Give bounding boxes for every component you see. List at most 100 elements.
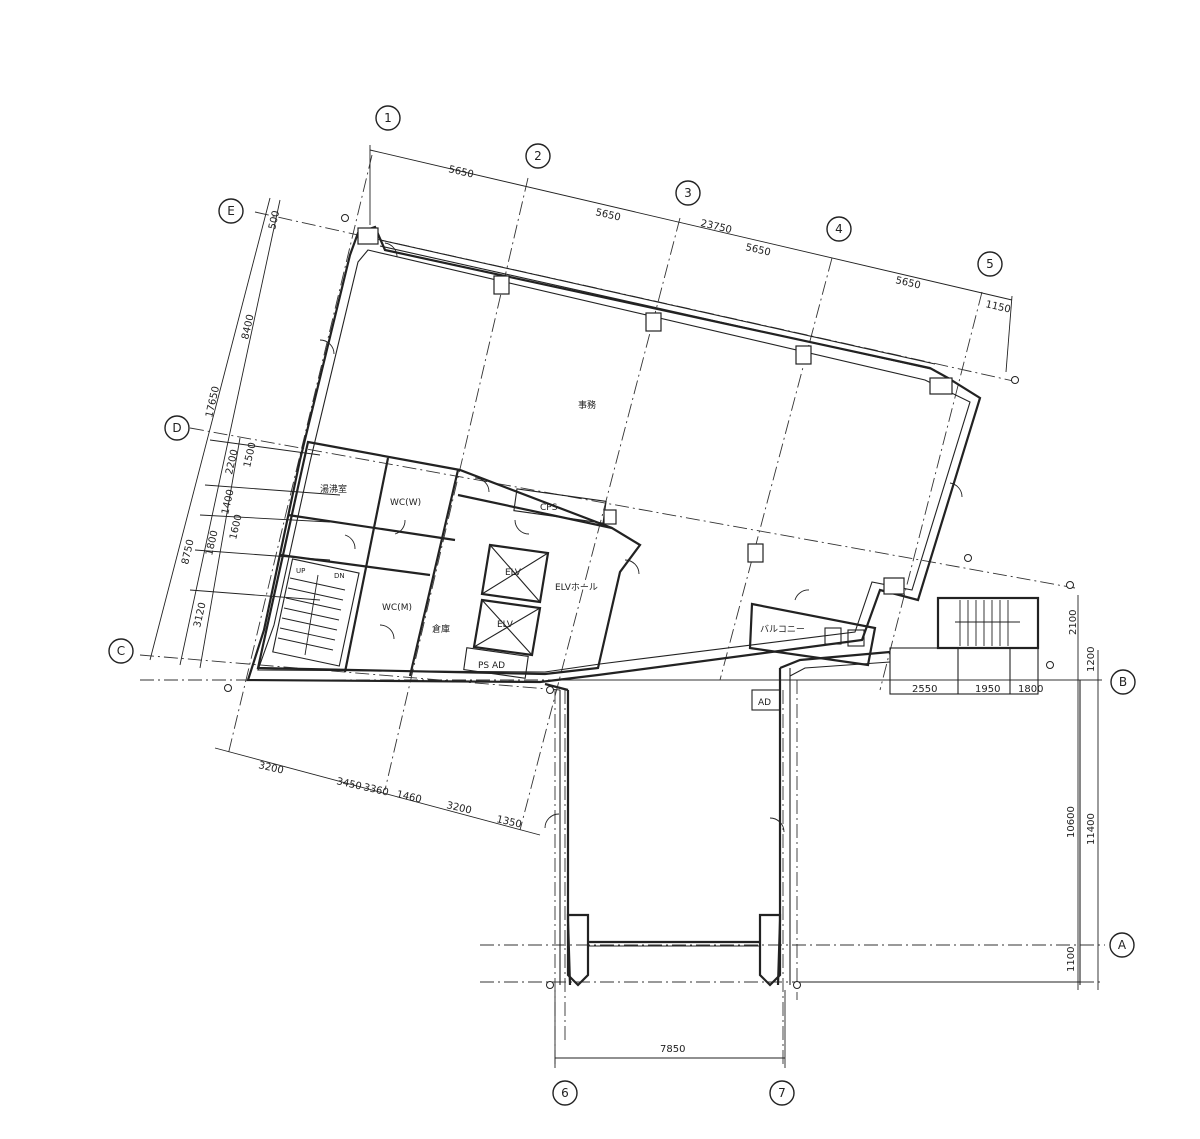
room-label-elv-2: ELV <box>497 620 514 630</box>
dim-label: 3200 <box>445 800 472 816</box>
door-swing <box>344 534 356 550</box>
room-label-balcony: バルコニー <box>760 624 805 635</box>
dim-label: 2550 <box>912 684 937 695</box>
grid-bubble-2: 2 <box>525 143 551 169</box>
dim-top-ext <box>1005 295 1013 373</box>
cps-box <box>513 488 607 524</box>
dim-label: 2200 <box>224 448 240 475</box>
grid-bubble-1: 1 <box>375 105 401 131</box>
door-swing <box>624 559 640 575</box>
north-window-line-2 <box>379 245 936 371</box>
svg-text:1: 1 <box>384 111 392 125</box>
grid-bubble-5: 5 <box>977 251 1003 277</box>
main-block-inner <box>257 249 971 673</box>
door-swing <box>474 477 490 493</box>
pier-left <box>566 913 590 987</box>
room-label-ad: AD <box>758 698 771 708</box>
room-label-dn: DN <box>334 572 345 580</box>
dim-left-tick <box>209 439 321 456</box>
grid-line-1 <box>227 154 373 756</box>
room-label-wc-w: WC(W) <box>390 498 421 508</box>
partition-5 <box>457 493 613 530</box>
dim-left-tick <box>204 484 341 496</box>
stair-east <box>955 600 1020 646</box>
dim-label: 23750 <box>699 218 732 236</box>
balcony-box <box>847 629 865 647</box>
door-swing <box>514 519 530 535</box>
svg-text:2: 2 <box>534 149 542 163</box>
column <box>603 509 617 525</box>
grid-bubble-B: B <box>1110 669 1136 695</box>
svg-text:E: E <box>227 204 235 218</box>
wing-connector-west <box>544 682 569 692</box>
room-label-elv-hall: ELVホール <box>555 582 598 593</box>
dim-label: 1100 <box>1066 947 1077 972</box>
elevator-2-x2 <box>473 607 541 648</box>
room-label-wc-m: WC(M) <box>382 603 412 613</box>
dim-label: 500 <box>267 210 282 231</box>
column <box>357 227 379 245</box>
room-label-storage: 倉庫 <box>432 623 450 635</box>
dim-label: 10600 <box>1066 806 1077 838</box>
dim-left-line-3 <box>199 437 241 669</box>
doors <box>319 242 963 833</box>
column <box>645 312 662 332</box>
ad-box <box>751 689 781 711</box>
wing-connector-inner <box>789 661 891 677</box>
dim-label: 1600 <box>228 513 244 540</box>
north-window-line <box>379 239 936 365</box>
grid-bubble-7: 7 <box>769 1080 795 1106</box>
dim-label: 1800 <box>204 529 220 556</box>
grid-line-C-rot <box>139 654 561 691</box>
annex-strip <box>889 647 1039 695</box>
grid-bubble-6: 6 <box>552 1080 578 1106</box>
column <box>929 377 953 395</box>
dim-bottom-line <box>214 747 541 836</box>
grid-bubble-C: C <box>108 638 134 664</box>
dim-label: 17650 <box>204 385 222 418</box>
grid-line-5 <box>879 291 983 691</box>
room-label-elv-1: ELV <box>505 568 522 578</box>
stair-main <box>272 558 360 667</box>
room-label-cps: CPS <box>540 503 558 513</box>
svg-text:7: 7 <box>778 1086 786 1100</box>
dim-label: 1350 <box>495 814 522 830</box>
dim-label: 1400 <box>220 488 236 515</box>
room-label-office: 事務 <box>578 399 596 411</box>
wing-connector <box>779 650 891 670</box>
dim-label: 8750 <box>180 538 196 565</box>
grid-nodes <box>224 214 1074 989</box>
dimension-lines <box>149 145 1099 1068</box>
annex-walls <box>544 596 1081 987</box>
door-swing <box>949 482 963 498</box>
main-block-outline <box>246 225 982 684</box>
grid-line-2 <box>384 177 529 791</box>
columns <box>357 227 953 595</box>
door-swing <box>384 242 398 258</box>
svg-text:D: D <box>172 421 181 435</box>
door-swing <box>319 339 335 355</box>
dim-label: 1500 <box>242 441 258 468</box>
dim-label: 3360 <box>362 782 389 798</box>
core-outline <box>256 440 642 676</box>
svg-text:4: 4 <box>835 222 843 236</box>
door-swing <box>769 817 785 833</box>
partition-1 <box>343 457 390 673</box>
dim-label: 5650 <box>594 207 621 223</box>
door-swing <box>794 589 810 601</box>
dim-label: 7850 <box>660 1044 685 1055</box>
dim-label: 1460 <box>395 789 422 805</box>
grid-bubble-D: D <box>164 415 190 441</box>
svg-text:B: B <box>1119 675 1127 689</box>
svg-text:C: C <box>117 644 125 658</box>
dim-label: 1950 <box>975 684 1000 695</box>
room-label-staff-room: 湯沸室 <box>320 483 347 495</box>
column <box>493 275 510 295</box>
room-labels: 事務 CPS ELVホール ELV ELV WC(W) WC(M) 倉庫 湯沸室… <box>296 399 805 708</box>
dim-label: 1200 <box>1086 647 1097 672</box>
dim-left-tick <box>199 514 331 523</box>
grid-line-4 <box>719 257 833 681</box>
svg-text:6: 6 <box>561 1086 569 1100</box>
door-swing <box>544 813 560 829</box>
